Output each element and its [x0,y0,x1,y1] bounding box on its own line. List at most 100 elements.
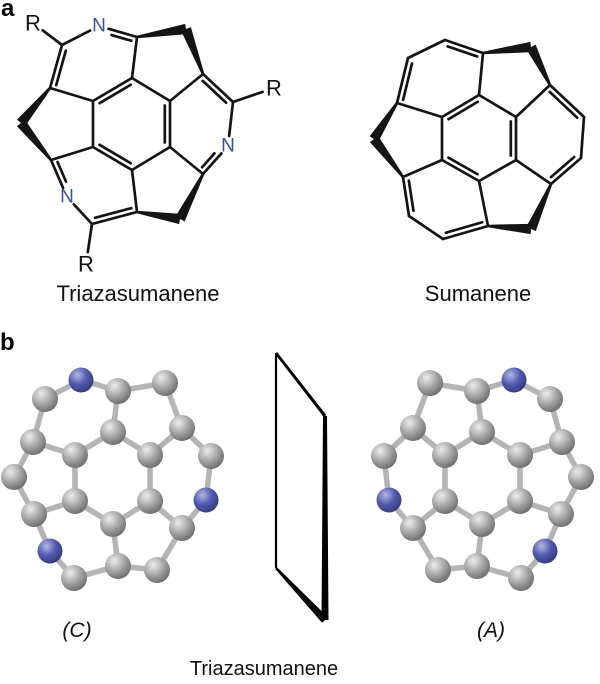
model-carbon-atom [62,488,88,514]
bond [514,83,552,119]
mirror-plane-top-edge [274,352,327,417]
nitrogen-atom-label: N [221,136,235,157]
model-carbon-atom [105,378,131,404]
bond [130,145,172,172]
bond [60,29,92,47]
enantiomer-label-c: (C) [62,619,92,642]
caption-sumanene: Sumanene [424,281,532,306]
wedge-bond [369,135,405,178]
nitrogen-atom-label: N [92,16,106,37]
panel-a-label: a [1,0,15,22]
model-carbon-atom [62,442,88,468]
bond [41,28,64,47]
ball-stick-model-c-enantiomer [1,367,224,591]
bond [401,175,411,218]
r-substituent-label: R [25,11,41,36]
mirror-plane [274,352,329,623]
double-bond-inner-line [200,152,216,169]
bond [49,145,95,162]
r-substituent-label: R [78,252,94,277]
bond [107,27,139,39]
model-carbon-atom [137,488,163,514]
bond [440,158,481,183]
wedge-bond [136,23,187,39]
double-bond-inner-line [447,100,480,121]
caption-triazasumanene-model: Triazasumanene [189,658,339,680]
bond [130,76,172,103]
skeletal-structure-triazasumanene: N N N R R R [16,11,282,277]
bond [401,158,444,179]
bond [72,202,94,226]
model-carbon-atom [464,378,490,404]
enantiomer-label-a: (A) [477,619,505,642]
wedge-bond [181,27,205,75]
model-nitrogen-atom [193,487,219,513]
bond [477,179,490,228]
model-carbon-atom [417,370,443,396]
wedge-bond [482,41,532,55]
bond [130,168,139,214]
bond [441,224,490,241]
model-carbon-atom [432,488,458,514]
bond [168,145,205,176]
bond [514,158,553,186]
bond [48,43,64,90]
panel-b-label: b [0,329,15,356]
model-carbon-atom [568,464,594,490]
wedge-bond [369,102,399,142]
bond [548,83,586,119]
bond [477,93,518,119]
model-carbon-atom [537,386,563,412]
double-bond-inner-line [54,49,68,87]
model-carbon-atom [507,442,533,468]
bond [395,101,444,119]
bond [443,38,485,55]
nitrogen-atom-label: N [60,187,74,208]
bond [91,76,134,103]
mirror-plane-right-edge [321,416,329,620]
bond [49,158,65,190]
bond [406,38,447,60]
bond [91,145,134,172]
model-carbon-atom [464,553,490,579]
model-carbon-atom [425,557,451,583]
model-carbon-atom [100,419,126,445]
bond [201,152,223,176]
model-carbon-atom [400,415,426,441]
r-substituent-label: R [266,76,282,101]
model-carbon-atom [469,511,495,537]
double-bond-inner-line [446,45,479,58]
double-bond-inner-line [98,143,133,165]
double-bond-inner-line [201,79,228,105]
bond [477,51,485,97]
skeletal-structure-sumanene [369,38,586,241]
double-bond-inner-line [401,62,414,102]
bond [227,100,235,138]
model-carbon-atom [432,442,458,468]
bond [231,90,264,104]
model-carbon-atom [144,557,170,583]
model-carbon-atom [469,419,495,445]
bond [90,210,139,226]
model-carbon-atom [1,464,27,490]
double-bond-inner-line [98,83,133,105]
double-bond-inner-line [407,179,415,213]
double-bond-inner-line [93,206,133,220]
double-bond-inner-line [56,160,68,183]
model-nitrogen-atom [37,538,63,564]
model-carbon-atom [507,488,533,514]
bond [201,72,235,104]
bond [407,214,445,241]
wedge-bond [16,87,52,127]
wedge-bond [136,210,181,225]
model-nitrogen-atom [68,367,94,393]
model-carbon-atom [549,429,575,455]
model-carbon-atom [371,443,397,469]
model-carbon-atom [508,565,534,591]
double-bond-inner-line [110,33,133,43]
bond [168,72,205,103]
model-carbon-atom [137,442,163,468]
wedge-bond [526,44,552,86]
bond [579,115,586,160]
